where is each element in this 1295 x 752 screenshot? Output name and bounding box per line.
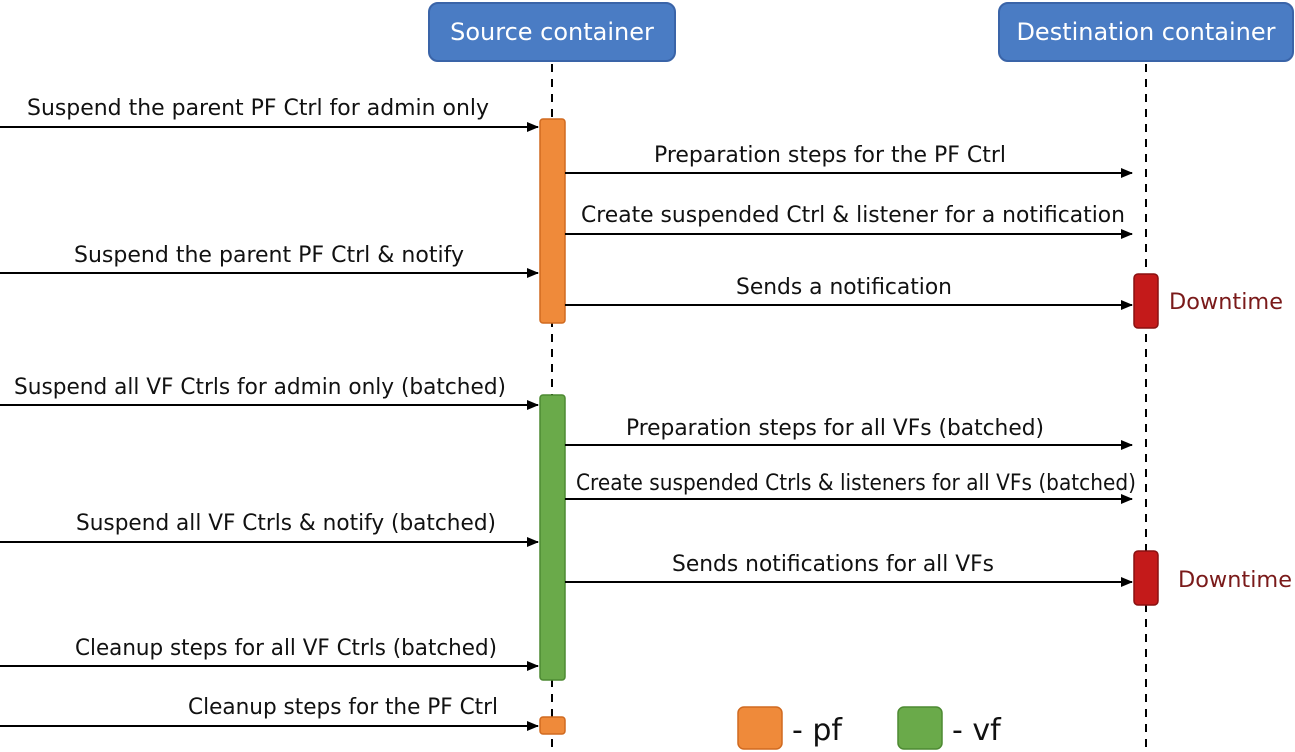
source-container-header: Source container bbox=[428, 2, 676, 62]
legend-pf-swatch bbox=[737, 706, 783, 750]
outgoing-label-3: Sends a notification bbox=[736, 275, 952, 300]
incoming-label-4: Suspend all VF Ctrls & notify (batched) bbox=[76, 511, 496, 536]
outgoing-label-1: Preparation steps for the PF Ctrl bbox=[654, 143, 1006, 168]
downtime-label-2: Downtime bbox=[1178, 568, 1292, 593]
downtime-bar-2 bbox=[1133, 550, 1159, 606]
destination-container-header: Destination container bbox=[998, 2, 1294, 62]
legend-vf-label: - vf bbox=[952, 713, 1002, 748]
outgoing-label-4: Preparation steps for all VFs (batched) bbox=[626, 416, 1044, 441]
source-container-title: Source container bbox=[450, 18, 654, 46]
outgoing-label-2: Create suspended Ctrl & listener for a n… bbox=[581, 203, 1125, 228]
incoming-label-3: Suspend all VF Ctrls for admin only (bat… bbox=[14, 375, 506, 400]
downtime-bar-1 bbox=[1133, 273, 1159, 329]
incoming-label-1: Suspend the parent PF Ctrl for admin onl… bbox=[27, 96, 489, 121]
pf-cleanup-bar bbox=[539, 716, 566, 735]
destination-container-title: Destination container bbox=[1016, 18, 1276, 46]
pf-activation-bar bbox=[539, 118, 566, 324]
incoming-label-6: Cleanup steps for the PF Ctrl bbox=[188, 695, 498, 720]
outgoing-label-5: Create suspended Ctrls & listeners for a… bbox=[576, 471, 1136, 496]
downtime-label-1: Downtime bbox=[1169, 290, 1283, 315]
outgoing-label-6: Sends notifications for all VFs bbox=[672, 552, 994, 577]
incoming-label-2: Suspend the parent PF Ctrl & notify bbox=[74, 243, 464, 268]
legend-vf-swatch bbox=[897, 706, 943, 750]
legend-pf-label: - pf bbox=[792, 713, 843, 748]
vf-activation-bar bbox=[539, 394, 566, 681]
incoming-label-5: Cleanup steps for all VF Ctrls (batched) bbox=[75, 636, 497, 661]
